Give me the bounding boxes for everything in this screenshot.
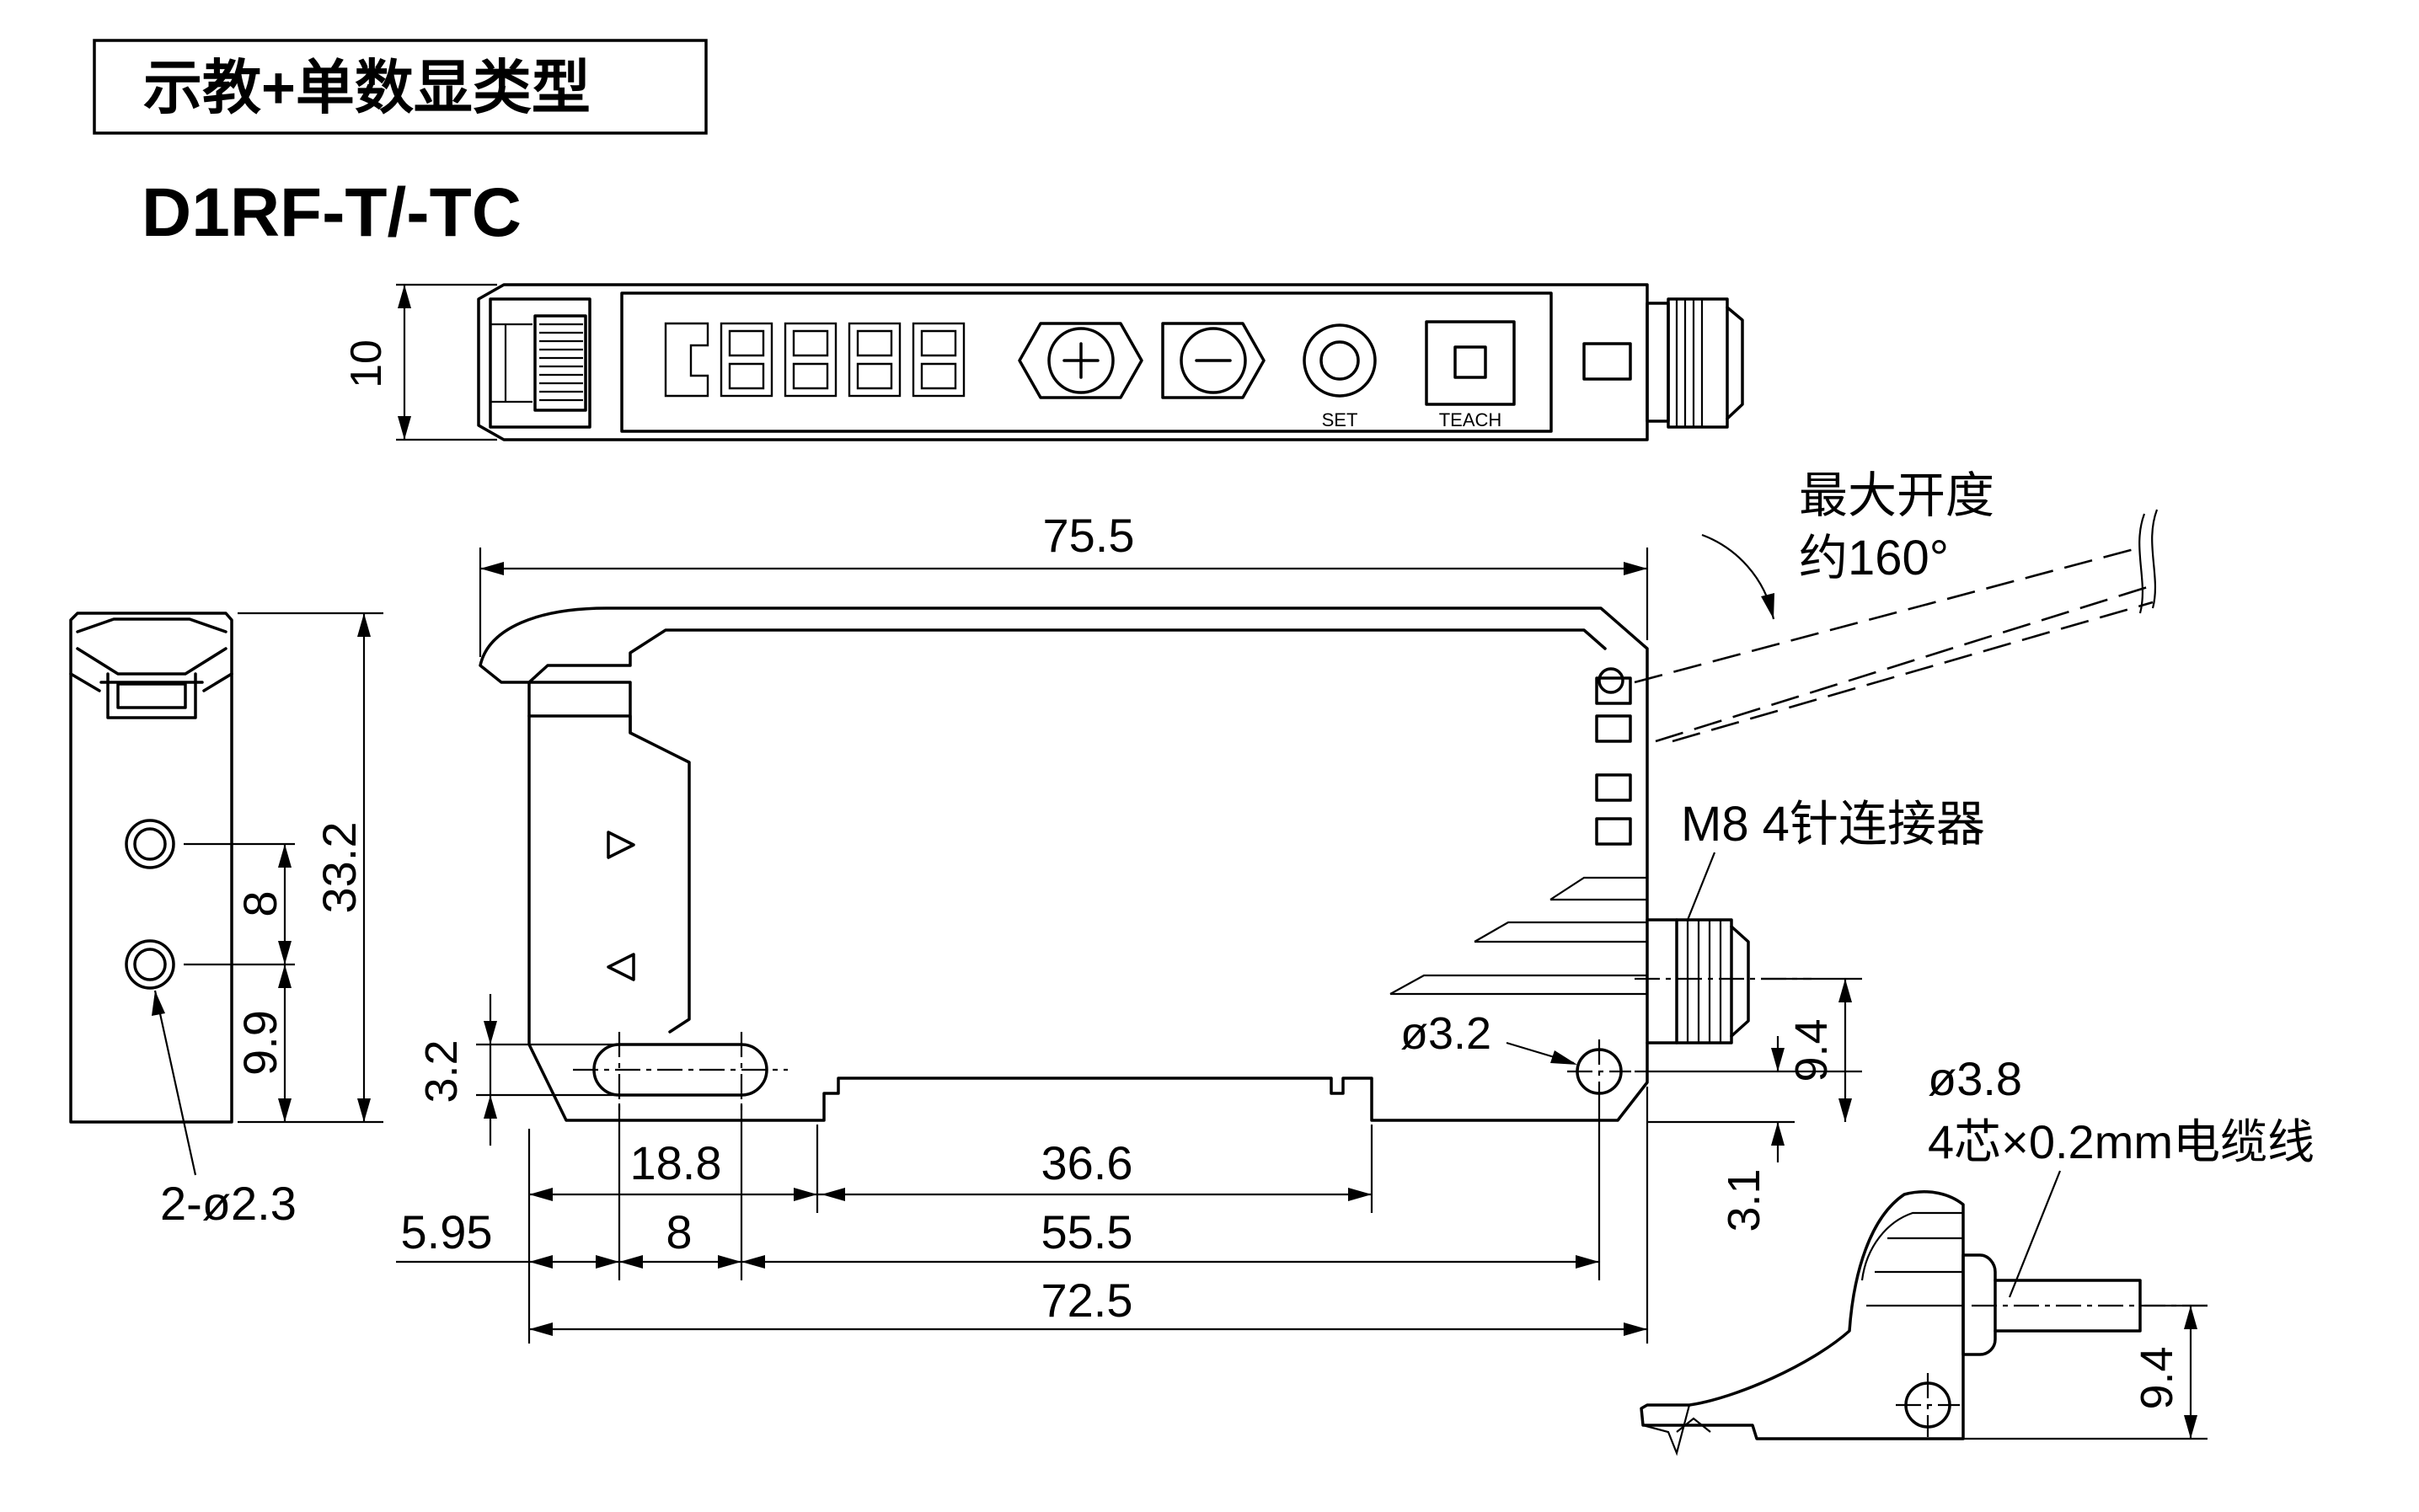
top-height-dimension: 10 <box>342 283 497 441</box>
digit-2 <box>784 322 838 398</box>
digit-display <box>664 322 966 398</box>
lid-open-line1: 最大开度 <box>1799 468 1994 523</box>
front-view: 75.5 3.2 18.8 36.6 5.95 8 55.5 <box>396 468 2159 1344</box>
side-view: 8 9.9 33.2 2-ø2.3 <box>69 612 383 1230</box>
plus-button <box>1018 322 1143 399</box>
overall-top-value: 75.5 <box>1043 509 1135 562</box>
triangle-right-icon <box>607 831 635 859</box>
cooling-fins <box>1389 676 1647 996</box>
cable-view: 9.4 ø3.8 4芯×0.2mm电缆线 <box>1640 1052 2315 1456</box>
top-connector <box>1646 297 1744 429</box>
minus-button <box>1161 322 1266 399</box>
cable-height-value: 9.4 <box>2132 1346 2182 1409</box>
header: 示教+单数显类型 D1RF-T/-TC <box>93 39 708 251</box>
side-height-dimension: 33.2 <box>313 613 371 1122</box>
triangle-left-icon <box>607 953 635 981</box>
overall-top-dimension: 75.5 <box>479 509 1649 657</box>
connector-height-dimension: 9.4 <box>1635 977 1862 1122</box>
slot-height-dimension: 3.2 <box>416 994 619 1146</box>
row-3-dimensions: 72.5 <box>529 1274 1647 1336</box>
hole-bottom-dimension: 9.9 <box>233 964 292 1122</box>
holes-callout-text: 2-ø2.3 <box>160 1177 297 1230</box>
connector-leader <box>1686 852 1716 921</box>
holes-callout: 2-ø2.3 <box>152 990 297 1230</box>
series-title-box <box>93 39 708 135</box>
lid-open-line2: 约160° <box>1799 531 1949 585</box>
hole-bottom-3-1-value: 3.1 <box>1719 1168 1769 1232</box>
row-1-dimensions: 18.8 36.6 <box>529 1136 1372 1201</box>
hole-callout-text: ø3.2 <box>1400 1008 1491 1059</box>
hole-callout: ø3.2 <box>1400 1008 1577 1065</box>
cable-leader <box>2008 1170 2062 1298</box>
set-button: SET <box>1303 323 1377 430</box>
digit-1 <box>720 322 773 398</box>
cable-line1: ø3.8 <box>1928 1052 2022 1105</box>
model-name: D1RF-T/-TC <box>142 174 522 251</box>
hole-pitch-dimension: 8 <box>233 844 292 964</box>
dim-8-value: 8 <box>666 1205 692 1258</box>
connector-label: M8 4针连接器 <box>1681 797 1985 852</box>
dim-5-95-value: 5.95 <box>401 1205 493 1258</box>
m8-connector <box>1635 918 1812 1045</box>
cable-line2: 4芯×0.2mm电缆线 <box>1928 1115 2315 1168</box>
plus-icon <box>1062 342 1100 379</box>
side-view-body <box>69 612 233 1124</box>
series-title: 示教+单数显类型 <box>143 55 591 120</box>
socket-tab <box>1582 342 1632 381</box>
mounting-hole <box>1567 1039 1631 1103</box>
dim-72-5-value: 72.5 <box>1041 1274 1133 1327</box>
dim-18-8-value: 18.8 <box>630 1136 722 1189</box>
connector-height-value: 9.4 <box>1786 1018 1837 1082</box>
digit-3 <box>848 322 902 398</box>
dim-55-5-value: 55.5 <box>1041 1205 1133 1258</box>
cable-clamp <box>489 297 591 429</box>
dim-36-6-value: 36.6 <box>1041 1136 1133 1189</box>
cable-clamp-outline <box>1640 1190 1965 1440</box>
set-label: SET <box>1322 409 1358 430</box>
row-2-dimensions: 5.95 8 55.5 <box>396 1205 1599 1269</box>
cable-height-dimension: 9.4 <box>1963 1304 2208 1440</box>
front-view-body <box>479 606 1649 1122</box>
hole-bottom-3-1-dimension: 3.1 <box>1647 1036 1795 1232</box>
top-height-value: 10 <box>342 339 391 388</box>
operation-panel <box>620 291 1553 433</box>
hole-bottom-value: 9.9 <box>233 1010 286 1076</box>
teach-label: TEACH <box>1439 409 1502 430</box>
top-view-body <box>477 283 1649 441</box>
top-view: SET TEACH 10 <box>342 283 1744 441</box>
digit-4 <box>912 322 966 398</box>
hole-pitch-value: 8 <box>233 890 286 916</box>
lid-open-indicator <box>1634 509 2159 743</box>
teach-button: TEACH <box>1425 320 1516 430</box>
side-height-value: 33.2 <box>313 822 366 914</box>
mounting-holes <box>125 819 175 990</box>
slot-height-value: 3.2 <box>416 1039 467 1103</box>
